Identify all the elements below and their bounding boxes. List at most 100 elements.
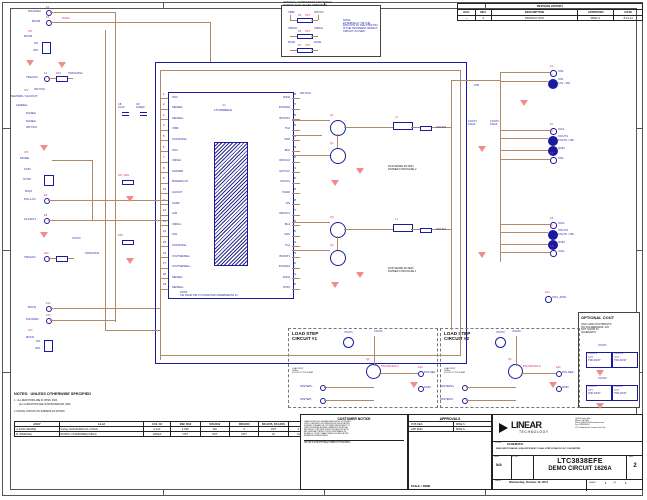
opt-pair-val-2: OPT bbox=[305, 43, 311, 47]
conn-ref-e10: E10 bbox=[44, 251, 49, 255]
jumper-label-jp2: PHASMD / CLKOUT bbox=[10, 94, 38, 98]
ic-pin-name-dtr1: DTR1 bbox=[283, 286, 290, 290]
dcr-phase1-note: DCR SENSE FILTER / DIVIDER FOR PHASE 1 bbox=[388, 267, 417, 273]
ic-pin-number-34: 34 bbox=[293, 134, 296, 138]
load-step-2-vout: VOUT2 bbox=[496, 331, 505, 334]
conn-ref-e8: E8 bbox=[44, 213, 48, 217]
banana-jack-vout2[interactable] bbox=[548, 230, 558, 240]
conn-label-vo2-neg: VO2- bbox=[558, 221, 566, 225]
banana-jack-gnd-2[interactable] bbox=[548, 240, 558, 250]
title-block: LINEAR TECHNOLOGY 1630 McCarthy Blvd. Mi… bbox=[492, 414, 643, 491]
r47-label: R47 100k bbox=[118, 174, 130, 177]
sheet-value: 1 bbox=[605, 481, 607, 485]
mosfet-q1 bbox=[330, 120, 346, 136]
load-step-2-vout-top: VOUT2 bbox=[512, 330, 521, 333]
test-point-vo2-neg[interactable] bbox=[550, 222, 557, 229]
test-point-vo1-neg[interactable] bbox=[550, 128, 557, 135]
cout6-ref: COUT6 bbox=[614, 385, 623, 388]
conn-ref-e9: E9 bbox=[550, 217, 554, 220]
date-label: DATE: bbox=[495, 480, 502, 482]
banana-jack-vin[interactable] bbox=[548, 79, 558, 89]
test-point-track2[interactable] bbox=[44, 76, 50, 82]
load-step-2-gnd-pin[interactable] bbox=[556, 386, 562, 392]
load-step-1-iostep-neg[interactable] bbox=[320, 398, 326, 404]
dcr-phase2-note: DCR SENSE FILTER / DIVIDER FOR PHASE 2 bbox=[388, 165, 417, 171]
ic-pin-number-18: 18 bbox=[163, 272, 166, 276]
test-point-vin-neg-top[interactable] bbox=[550, 70, 557, 77]
ic-pin-number-2: 2 bbox=[163, 103, 165, 107]
banana-jack-vout1[interactable] bbox=[548, 136, 558, 146]
cout6-footprint bbox=[612, 385, 638, 401]
r48-ref: R48 bbox=[56, 71, 61, 75]
load-step-1-pulse-pin[interactable] bbox=[418, 371, 424, 377]
rev-value: 2 bbox=[633, 463, 637, 469]
test-point-vin-neg-2[interactable] bbox=[550, 157, 557, 164]
zone-tick bbox=[163, 2, 164, 8]
jumper-ref-jp3: JP3 bbox=[24, 151, 29, 154]
ic-pin-number-15: 15 bbox=[163, 240, 166, 244]
opt-pair-val-1: OPT bbox=[305, 29, 311, 33]
ic-pin-wire bbox=[292, 225, 300, 227]
resistor-r7 bbox=[297, 48, 313, 54]
test-point-pullin[interactable] bbox=[44, 198, 50, 204]
ic-pin-wire bbox=[292, 108, 300, 110]
approvals-row-0-label: PCB DES. bbox=[409, 422, 454, 426]
jumper-body-jp1[interactable] bbox=[42, 42, 51, 54]
conn-ref-e4: E4 bbox=[44, 71, 48, 75]
subtitle-value: WIDE INPUT RANGE, HIGH EFFICIENCY DUAL S… bbox=[496, 448, 581, 450]
ground-symbol bbox=[356, 168, 364, 174]
test-point-clkout[interactable] bbox=[44, 218, 50, 224]
load-step-2-title: LOAD STEP CIRCUIT #2 bbox=[444, 331, 471, 341]
banana-jack-gnd-1[interactable] bbox=[548, 146, 558, 156]
ic-block-outline bbox=[155, 62, 467, 364]
opt-pair-ref-1: R4 bbox=[298, 29, 302, 33]
ic-pin-name-sense2-: SENSE2- bbox=[172, 106, 184, 110]
test-point-pgood1[interactable] bbox=[46, 318, 52, 324]
cn-line-4: APPLICATION. COMPONENT SUBSTITUTION AND … bbox=[304, 429, 350, 431]
q3-ref: Q3 bbox=[330, 216, 334, 219]
approvals-row-1-value: MIKE S. bbox=[456, 427, 466, 431]
test-point-vo2-sense-neg[interactable] bbox=[545, 296, 552, 303]
test-point-track1[interactable] bbox=[44, 256, 50, 262]
load-step-1-iostep-neg-label: IOSTEP- bbox=[300, 397, 313, 401]
jumper-body-jp3[interactable] bbox=[44, 175, 54, 186]
opt-pair-left-2: RUN1 bbox=[288, 41, 296, 44]
load-step-1-pulse-ref: E15 bbox=[418, 366, 423, 369]
test-point-pgood2[interactable] bbox=[46, 10, 52, 16]
cn-line-9: SUPPLIED FOR USE WITH LINEAR TECHNOLOGY … bbox=[304, 443, 351, 445]
ic-pin-number-4: 4 bbox=[163, 124, 165, 128]
zone-tick bbox=[637, 250, 643, 251]
test-point-vo2-neg-2[interactable] bbox=[550, 250, 557, 257]
trackss2-net: TRACK/SS2 bbox=[68, 71, 83, 75]
ic-pin-number-5: 5 bbox=[163, 134, 165, 138]
ic-pin-number-33: 33 bbox=[293, 145, 296, 149]
load-step-1-gnd-pin[interactable] bbox=[418, 386, 424, 392]
load-step-2-iostep-neg[interactable] bbox=[462, 398, 468, 404]
ic-pin-name-ith1: ITH1 bbox=[172, 233, 178, 237]
ic-pin-wire bbox=[292, 246, 300, 248]
cap-label-c8: C8 0.1uF bbox=[118, 103, 125, 109]
cout5-pkg: TDK-D1ST bbox=[588, 392, 601, 395]
opt-pair-ref-0: R9 bbox=[298, 13, 302, 17]
test-point-run2[interactable] bbox=[46, 20, 52, 26]
ic-pin-name-sw1: SW1 bbox=[284, 233, 290, 237]
ic-pin-wire bbox=[160, 140, 168, 142]
load-step-2-pulse-pin[interactable] bbox=[556, 371, 562, 377]
jumper-body-jp4[interactable] bbox=[44, 340, 53, 352]
ic-pin-wire bbox=[292, 129, 300, 131]
conn-label-gnd-2: GND bbox=[558, 240, 565, 244]
sheet-label: SHEET bbox=[589, 482, 597, 484]
ic-pin-number-31: 31 bbox=[293, 166, 296, 170]
load-step-1-iostep-pos[interactable] bbox=[320, 385, 326, 391]
load-step-2-iostep-pos[interactable] bbox=[462, 385, 468, 391]
load-step-1-title: LOAD STEP CIRCUIT #1 bbox=[292, 331, 319, 341]
test-point-run1[interactable] bbox=[46, 306, 52, 312]
ic-pin-name-sense1-: SENSE1- bbox=[172, 275, 184, 279]
load-step-2-sub: LOAD STEP 10KHz 5% DUTY CYCLE MAX bbox=[444, 368, 465, 375]
load-step-1-box bbox=[288, 328, 438, 408]
ic-pin-name-run2: RUN2 bbox=[282, 95, 290, 99]
conn-ref-e2: E2 bbox=[46, 5, 50, 9]
ic-pin-wire bbox=[160, 151, 168, 152]
opt-pair-ref-2: R7 bbox=[298, 43, 302, 47]
ic-pin-wire bbox=[292, 140, 300, 142]
